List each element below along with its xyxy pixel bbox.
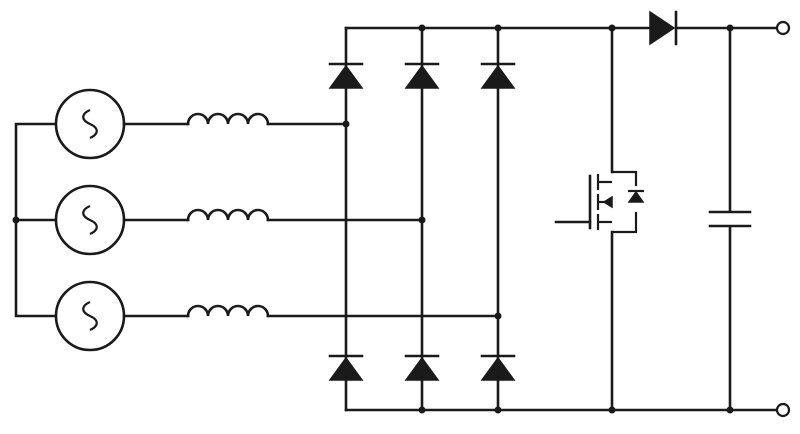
ac-source-a bbox=[54, 88, 126, 160]
diode-upper-3 bbox=[480, 62, 516, 89]
boost-diode bbox=[649, 10, 678, 46]
diode-lower-1 bbox=[328, 354, 364, 381]
diode-upper-1 bbox=[328, 62, 364, 89]
diode-lower-3 bbox=[480, 354, 516, 381]
inductor-a bbox=[122, 112, 348, 126]
diode-lower-2 bbox=[404, 354, 440, 381]
output-terminal-positive bbox=[775, 20, 791, 36]
output-capacitor bbox=[708, 26, 752, 412]
ac-source-c bbox=[54, 280, 126, 352]
neutral-wire bbox=[12, 122, 58, 318]
mosfet-switch bbox=[554, 26, 645, 412]
inductor-c bbox=[122, 304, 500, 318]
diode-upper-2 bbox=[404, 62, 440, 89]
output-terminal-negative bbox=[775, 402, 791, 418]
inductor-b bbox=[122, 208, 424, 222]
ac-source-b bbox=[54, 184, 126, 256]
